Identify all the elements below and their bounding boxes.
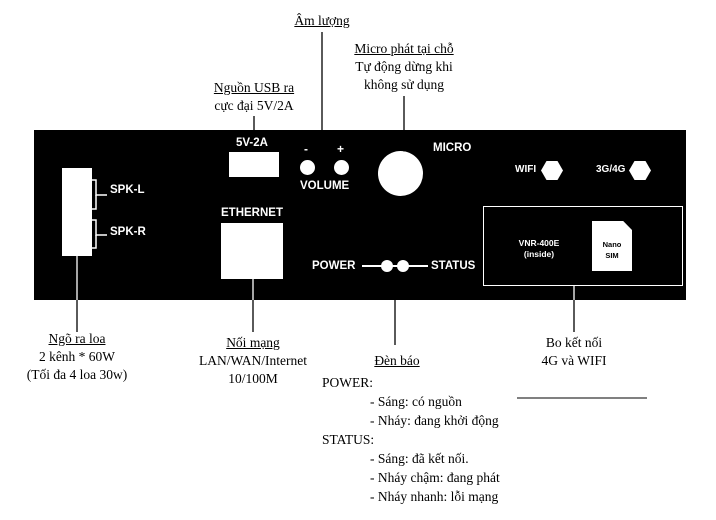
micro-annotation: Micro phát tại chỗ Tự động dừng khi khôn… (334, 40, 474, 94)
speaker-annotation-line-1: 2 kênh * 60W (38, 349, 116, 364)
network-annotation-title: Nối mạng (226, 335, 280, 350)
usb-annotation: Nguồn USB ra cực đại 5V/2A (196, 79, 312, 115)
network-annotation-line-1: LAN/WAN/Internet (199, 353, 307, 368)
module-note: (inside) (523, 249, 555, 259)
nano-sim-label-2: SIM (605, 251, 619, 260)
usb-port[interactable] (229, 152, 279, 177)
nano-sim-label-1: Nano (602, 240, 622, 249)
speaker-terminal-block (62, 168, 92, 256)
cellular-label: 3G/4G (596, 164, 626, 175)
volume-plus-label: + (337, 142, 345, 156)
wifi-antenna-connector (541, 161, 563, 180)
led-power-item-1: - Sáng: có nguồn (370, 394, 462, 409)
led-annotation-title: Đèn báo (374, 353, 420, 368)
micro-annotation-title: Micro phát tại chỗ (354, 41, 454, 56)
usb-label: 5V-2A (236, 137, 268, 149)
led-status-heading: STATUS: (322, 432, 375, 447)
device-back-panel (34, 130, 686, 300)
led-annotation-title-wrap: Đèn báo (365, 352, 429, 370)
module-annotation: Bo kết nối 4G và WIFI (524, 334, 624, 370)
led-power-heading: POWER: (322, 375, 374, 390)
micro-annotation-line-1: Tự động dừng khi (355, 59, 453, 74)
power-led-label: POWER (312, 260, 356, 272)
volume-annotation: Âm lượng (262, 12, 382, 30)
module-annotation-title: Bo kết nối (545, 335, 603, 350)
led-notes: POWER: - Sáng: có nguồn - Nháy: đang khở… (322, 373, 500, 506)
micro-label: MICRO (433, 142, 472, 154)
network-annotation: Nối mạng LAN/WAN/Internet 10/100M (183, 334, 323, 388)
led-status-item-3: - Nháy nhanh: lỗi mạng (370, 489, 499, 504)
module-name: VNR-400E (518, 238, 560, 248)
speaker-annotation: Ngõ ra loa 2 kênh * 60W (Tối đa 4 loa 30… (17, 330, 137, 384)
module-annotation-line-1: 4G và WIFI (541, 353, 607, 368)
ethernet-label: ETHERNET (221, 207, 283, 219)
micro-annotation-line-2: không sử dụng (363, 77, 445, 92)
volume-down-button[interactable] (300, 160, 315, 175)
volume-label: VOLUME (300, 180, 350, 192)
led-power-item-2: - Nháy: đang khởi động (370, 413, 499, 428)
led-status-item-2: - Nháy chậm: đang phát (370, 470, 500, 485)
usb-annotation-title: Nguồn USB ra (213, 80, 295, 95)
status-led-label: STATUS (431, 260, 476, 272)
volume-annotation-title: Âm lượng (294, 13, 350, 28)
cellular-antenna-connector (629, 161, 651, 180)
volume-minus-label: - (304, 142, 308, 156)
led-status-item-1: - Sáng: đã kết nối. (370, 451, 469, 466)
volume-up-button[interactable] (334, 160, 349, 175)
spk-r-label: SPK-R (110, 226, 146, 238)
wifi-label: WIFI (515, 164, 537, 175)
speaker-annotation-line-2: (Tối đa 4 loa 30w) (26, 367, 128, 382)
ethernet-port[interactable] (221, 223, 283, 279)
nano-sim-slot[interactable] (592, 221, 632, 271)
usb-annotation-line-1: cực đại 5V/2A (214, 98, 294, 113)
speaker-annotation-title: Ngõ ra loa (48, 331, 106, 346)
spk-l-label: SPK-L (110, 184, 145, 196)
module-box (483, 206, 683, 286)
microphone (378, 151, 423, 196)
network-annotation-line-2: 10/100M (228, 371, 278, 386)
